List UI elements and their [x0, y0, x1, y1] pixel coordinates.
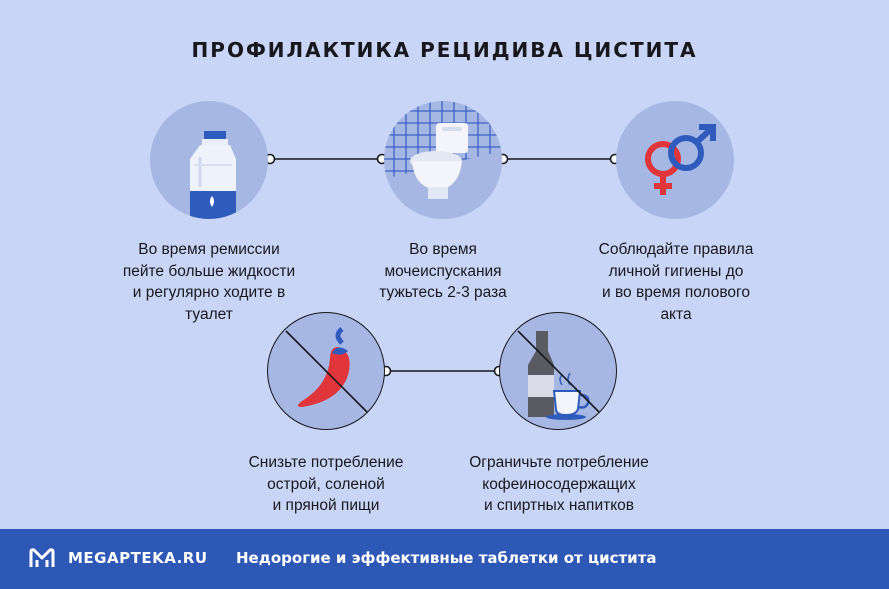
tip-line: и спиртных напитков: [483, 497, 635, 514]
tip-line: акта: [660, 305, 692, 323]
tip-hygiene: Соблюдайте правила личной гигиены до и в…: [565, 239, 787, 325]
tip-line: острой, соленой: [267, 475, 385, 493]
brand-name[interactable]: MEGAPTEKA.RU: [68, 549, 208, 567]
water-bottle-icon: [150, 101, 268, 219]
tip-line: Снизьте потребление: [248, 454, 404, 471]
tip-line: туалет: [185, 305, 233, 323]
tip-line: Соблюдайте правила: [598, 241, 754, 258]
toilet-icon: [384, 101, 502, 219]
footer-bar: MEGAPTEKA.RU Недорогие и эффективные таб…: [0, 529, 889, 589]
tip-line: кофеиносодержащих: [482, 475, 636, 493]
no-chili-icon: [267, 312, 385, 430]
tip-hydration: Во время ремиссии пейте больше жидкости …: [92, 239, 326, 325]
tip-line: Ограничьте потребление: [469, 454, 649, 471]
footer-slogan: Недорогие и эффективные таблетки от цист…: [236, 549, 657, 567]
tip-line: и пряной пищи: [272, 497, 380, 514]
tip-line: Во время ремиссии: [138, 241, 280, 258]
tip-line: и регулярно ходите в: [132, 284, 286, 301]
gender-symbols-icon: [616, 101, 734, 219]
tip-line: тужьтесь 2-3 раза: [379, 284, 507, 301]
tip-line: и во время полового: [602, 284, 750, 301]
tip-spicy-food: Снизьте потребление острой, соленой и пр…: [216, 452, 436, 517]
tip-caffeine-alcohol: Ограничьте потребление кофеиносодержащих…: [440, 452, 678, 517]
tip-line: Во время: [409, 241, 477, 258]
no-alcohol-coffee-icon: [499, 312, 617, 430]
tip-line: мочеиспускания: [384, 262, 502, 280]
tip-urination: Во время мочеиспускания тужьтесь 2-3 раз…: [340, 239, 546, 304]
page-title: ПРОФИЛАКТИКА РЕЦИДИВА ЦИСТИТА: [191, 38, 698, 62]
megapteka-logo-icon[interactable]: [28, 546, 56, 570]
tip-line: личной гигиены до: [608, 262, 744, 280]
tip-line: пейте больше жидкости: [122, 262, 296, 280]
